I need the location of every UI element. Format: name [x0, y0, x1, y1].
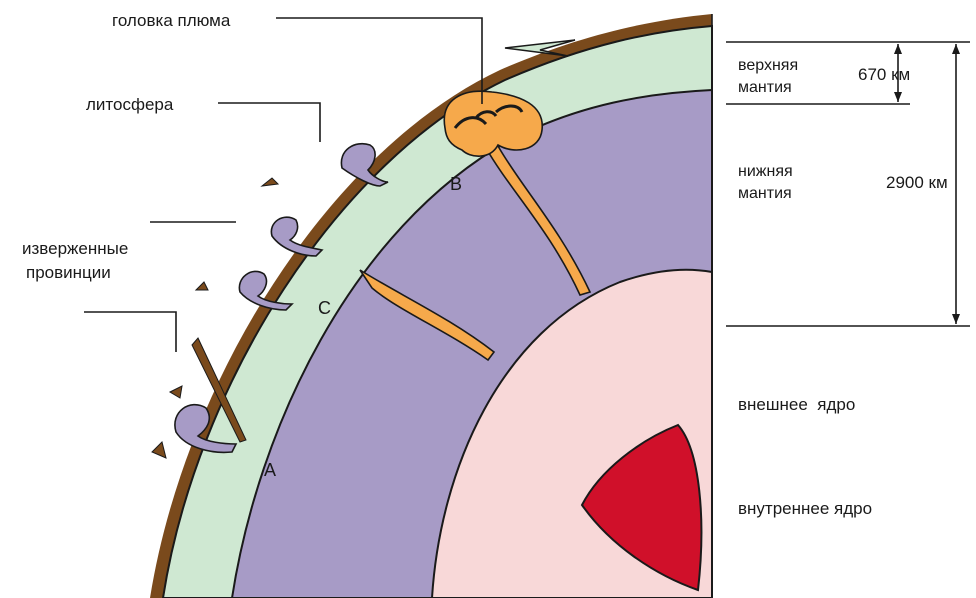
lithosphere-leader: [218, 103, 320, 142]
outer-core-label: внешнее ядро: [738, 395, 855, 414]
arrow-670-head-bottom: [894, 92, 902, 102]
point-c-label: C: [318, 298, 331, 318]
upper-mantle-label-line2: мантия: [738, 79, 792, 96]
igneous-provinces-label-line2: провинции: [26, 263, 111, 282]
inner-core-label: внутреннее ядро: [738, 499, 872, 518]
plume-head-label: головка плюма: [112, 11, 231, 30]
lower-mantle-label-line2: мантия: [738, 185, 792, 202]
arrow-2900-head-bottom: [952, 314, 960, 324]
earth-layers: [150, 14, 712, 598]
point-a-label: A: [264, 460, 276, 480]
depth-670-label: 670 км: [858, 65, 910, 84]
arrow-670-head-top: [894, 44, 902, 54]
upper-mantle-label-line1: верхняя: [738, 57, 798, 74]
lower-mantle-label-line1: нижняя: [738, 163, 793, 180]
point-b-label: B: [450, 174, 462, 194]
depth-2900-label: 2900 км: [886, 173, 948, 192]
igneous-provinces-label-line1: изверженные: [22, 239, 128, 258]
igneous-bottom-leader: [84, 312, 176, 352]
arrow-2900-head-top: [952, 44, 960, 54]
lithosphere-label: литосфера: [86, 95, 174, 114]
plume-head-leader: [276, 18, 482, 104]
